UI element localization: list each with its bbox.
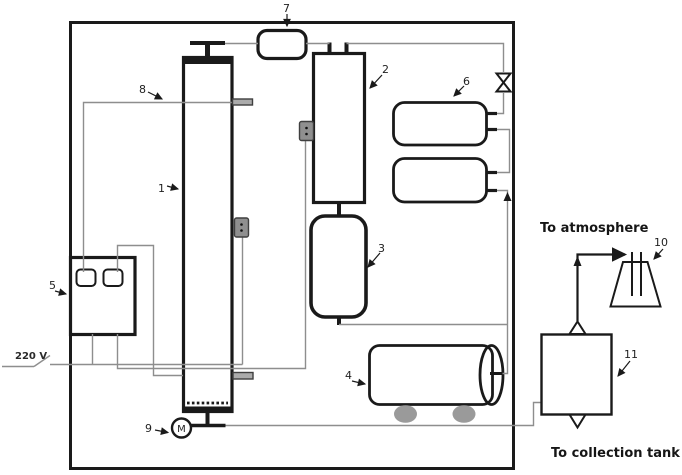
- callout-arrow-10: [653, 248, 664, 260]
- callout-label-5: 5: [49, 279, 56, 292]
- control-box: [68, 255, 137, 337]
- sensor-wire-2: [116, 140, 307, 370]
- column-tab-top: [231, 98, 254, 106]
- callout-arrow-4: [351, 378, 367, 387]
- tank-wheel-left: [394, 405, 417, 423]
- column-tab-bottom: [232, 371, 254, 380]
- motor-symbol: M: [177, 424, 186, 435]
- gas-cylinder-top: [392, 101, 497, 147]
- callout-label-1: 1: [158, 182, 165, 195]
- callout-arrow-9: [154, 427, 170, 436]
- wiring-and-piping: [2, 42, 541, 427]
- erlenmeyer-flask: [609, 252, 662, 308]
- tank-wheel-right: [452, 405, 476, 423]
- callout-label-11: 11: [624, 348, 638, 361]
- bottoms-line-to-separator: [225, 401, 541, 427]
- hollow-arrow-up-icon: [567, 319, 588, 335]
- callout-arrow-2: [369, 74, 383, 89]
- system-boundary: [69, 21, 515, 470]
- callout-arrow-1: [166, 183, 180, 191]
- to-atmosphere-label: To atmosphere: [540, 221, 649, 236]
- callout-labels: 1 2 3 4 5 6 7 8 9 10 11: [49, 2, 668, 435]
- callout-arrow-5: [54, 288, 68, 296]
- sensor-on-column: [233, 217, 250, 238]
- to-collection-label: To collection tank: [551, 446, 680, 461]
- small-rounded-vessel-7: [256, 28, 308, 61]
- control-button-left: [75, 268, 97, 287]
- callout-label-4: 4: [345, 369, 352, 382]
- callout-label-2: 2: [382, 63, 389, 76]
- heater-wire-bottom: [116, 244, 183, 377]
- callout-label-10: 10: [654, 236, 668, 249]
- vent-flow-arrow-icon: [573, 256, 582, 266]
- callout-arrows: [54, 14, 664, 436]
- overhead-line-right: [346, 42, 505, 73]
- horizontal-tank: [368, 344, 505, 423]
- callout-arrow-8: [147, 91, 164, 100]
- switch-blade: [33, 354, 51, 368]
- sensor-wire-1: [50, 236, 244, 366]
- tank-riser-line: [497, 189, 509, 375]
- gas-cylinder-bottom: [392, 157, 497, 204]
- voltage-label: 220 V: [15, 351, 47, 362]
- motor: M: [170, 411, 226, 439]
- valve-to-cylinder-line: [497, 92, 505, 115]
- callout-label-3: 3: [378, 242, 385, 255]
- callout-label-9: 9: [145, 422, 152, 435]
- flow-arrow-up-icon: [503, 192, 512, 201]
- separator-box: [540, 319, 613, 430]
- hollow-arrow-down-icon: [567, 413, 588, 430]
- callout-arrow-11: [617, 360, 631, 377]
- callout-label-8: 8: [139, 83, 146, 96]
- callout-arrow-3: [367, 252, 381, 268]
- heater-wire-top: [82, 101, 232, 272]
- tank-end-cap: [478, 344, 505, 406]
- vessel-2: [311, 42, 367, 205]
- motor-circle-icon: [170, 417, 193, 439]
- callout-arrow-6: [453, 85, 465, 97]
- cylinder-link-line: [497, 128, 511, 174]
- callout-label-7: 7: [283, 2, 290, 15]
- sensor-on-vessel-2: [298, 120, 315, 142]
- stirred-column-vessel: [181, 41, 234, 414]
- control-button-right: [102, 268, 124, 287]
- callout-label-6: 6: [463, 75, 470, 88]
- vessel-3: [309, 202, 368, 325]
- valve-icon: [494, 72, 513, 93]
- vent-piping: [573, 247, 628, 321]
